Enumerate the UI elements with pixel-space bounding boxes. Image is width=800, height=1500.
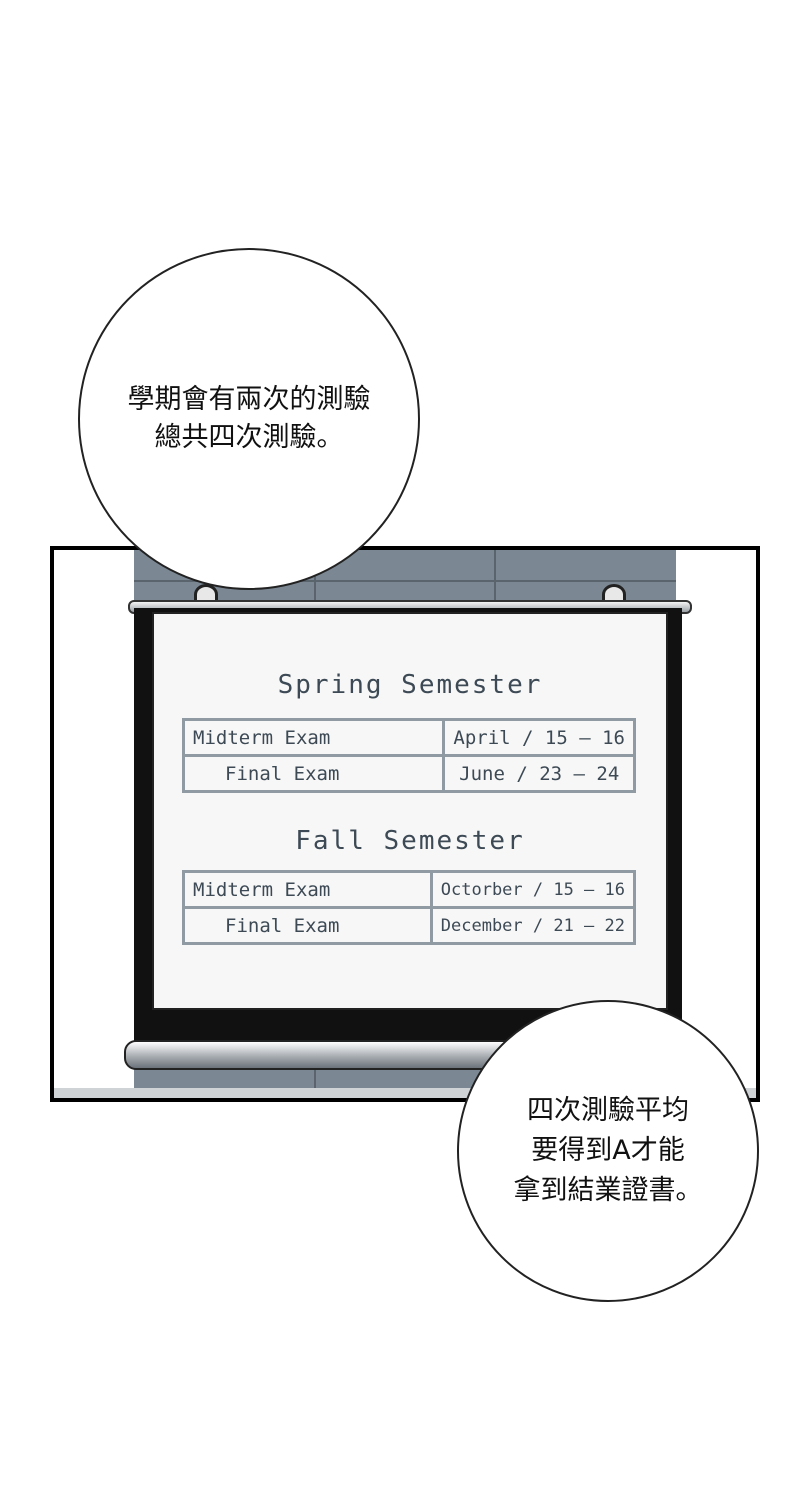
speech-bubble-top: 學期會有兩次的測驗 總共四次測驗。 [78, 248, 420, 590]
table-row: Midterm Exam April / 15 – 16 [181, 718, 636, 757]
table-row: Midterm Exam Octorber / 15 – 16 [182, 870, 637, 909]
table-row: Final Exam December / 21 – 22 [182, 906, 637, 945]
fall-semester-title: Fall Semester [295, 826, 525, 856]
speech-line: 總共四次測驗。 [154, 422, 344, 453]
exam-date-cell: April / 15 – 16 [442, 718, 636, 757]
speech-line: 四次測驗平均 [527, 1095, 689, 1126]
exam-date-cell: December / 21 – 22 [429, 906, 637, 945]
spring-semester-title: Spring Semester [277, 670, 543, 700]
projector-screen: Spring Semester Midterm Exam April / 15 … [152, 612, 668, 1010]
screen-hook-right [602, 584, 626, 605]
speech-bubble-bottom-text: 四次測驗平均 要得到A才能 拿到結業證書。 [514, 1091, 703, 1211]
comic-panel: Spring Semester Midterm Exam April / 15 … [50, 546, 760, 1102]
speech-line: 拿到結業證書。 [513, 1175, 703, 1206]
speech-line: 學期會有兩次的測驗 [127, 384, 371, 415]
spring-exam-table: Midterm Exam April / 15 – 16 Final Exam … [181, 718, 636, 793]
speech-line: 要得到A才能 [531, 1135, 685, 1166]
exam-name-cell: Midterm Exam [181, 718, 446, 757]
exam-name-cell: Final Exam [181, 754, 446, 793]
fall-exam-table: Midterm Exam Octorber / 15 – 16 Final Ex… [182, 870, 637, 945]
speech-bubble-bottom: 四次測驗平均 要得到A才能 拿到結業證書。 [457, 1000, 759, 1302]
exam-name-cell: Final Exam [182, 906, 433, 945]
exam-name-cell: Midterm Exam [182, 870, 433, 909]
exam-date-cell: June / 23 – 24 [442, 754, 636, 793]
exam-date-cell: Octorber / 15 – 16 [429, 870, 637, 909]
screen-hook-left [194, 584, 218, 605]
floor-strip [54, 1088, 756, 1098]
speech-bubble-top-text: 學期會有兩次的測驗 總共四次測驗。 [128, 381, 371, 457]
table-row: Final Exam June / 23 – 24 [181, 754, 636, 793]
wall-tile-line [134, 580, 676, 582]
